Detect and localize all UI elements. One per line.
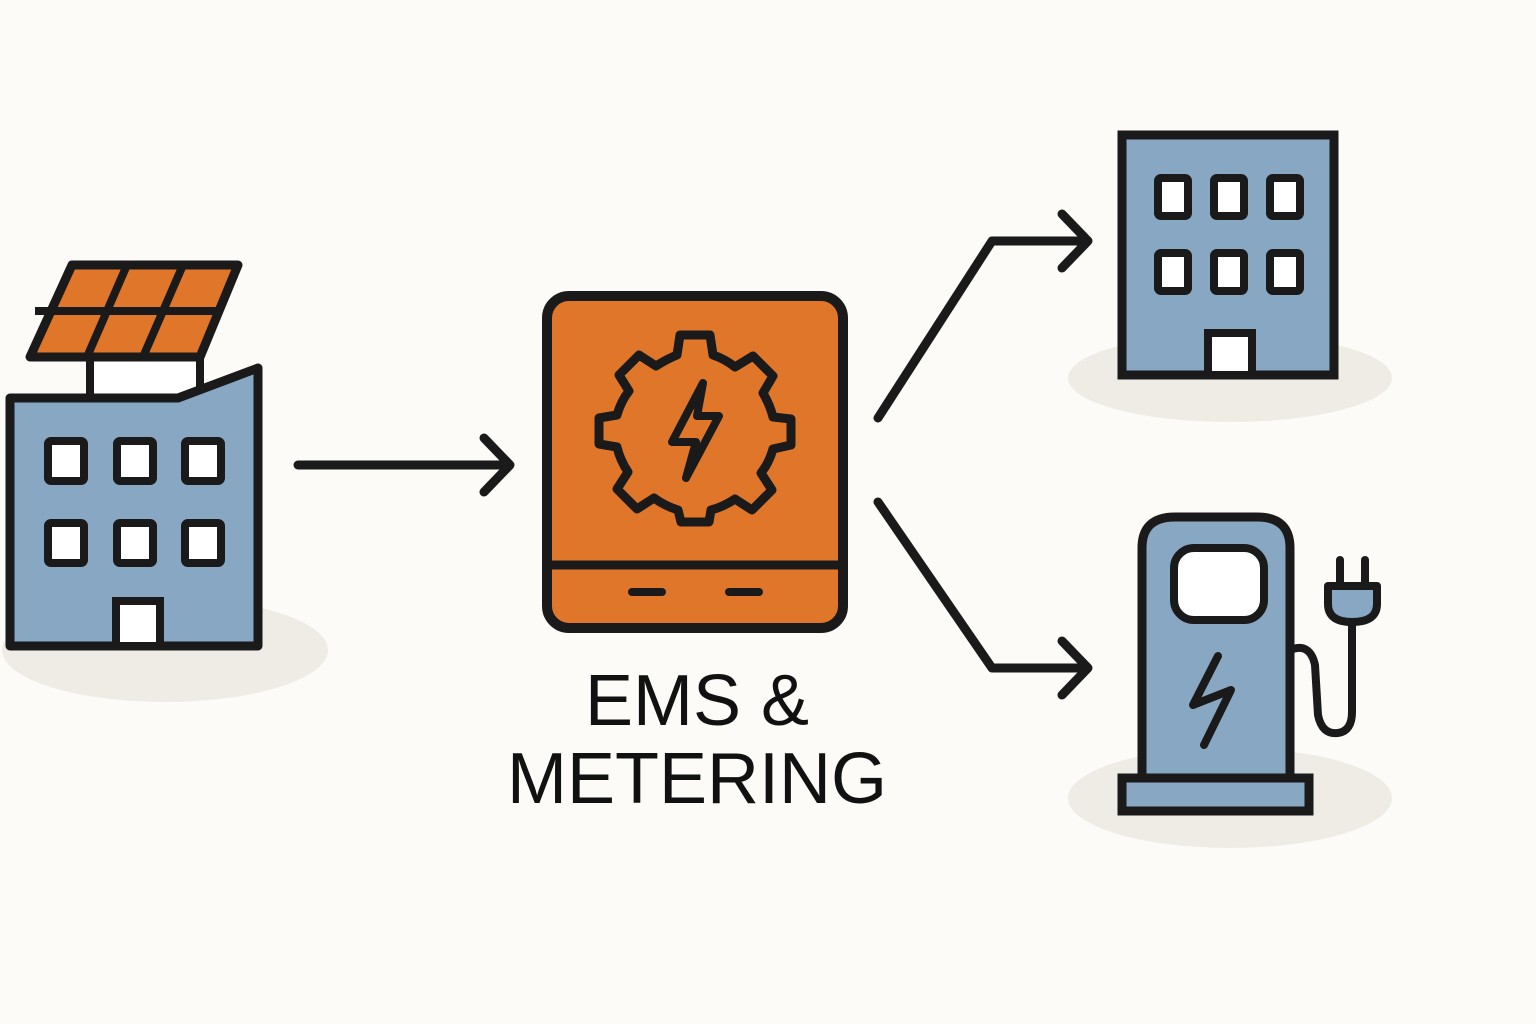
lightning-icon (668, 379, 723, 482)
ev-charging-station-icon (1117, 512, 1381, 816)
ems-label-line1: EMS & (585, 661, 809, 741)
arrow-ems-to-charger (873, 497, 1093, 700)
ems-device: EMS & METERING (507, 291, 887, 819)
consumer-building (1068, 130, 1392, 422)
ev-charger (1068, 512, 1392, 848)
arrow-ems-to-building (873, 209, 1093, 423)
solar-panel-icon (25, 260, 243, 404)
building-icon (5, 363, 263, 651)
ems-label-line2: METERING (507, 739, 887, 819)
office-building-icon (1117, 130, 1339, 380)
solar-building (2, 260, 328, 702)
plug-icon (1324, 556, 1381, 626)
charger-lightning-icon (1189, 652, 1235, 749)
arrow-solar-to-ems (293, 433, 515, 497)
